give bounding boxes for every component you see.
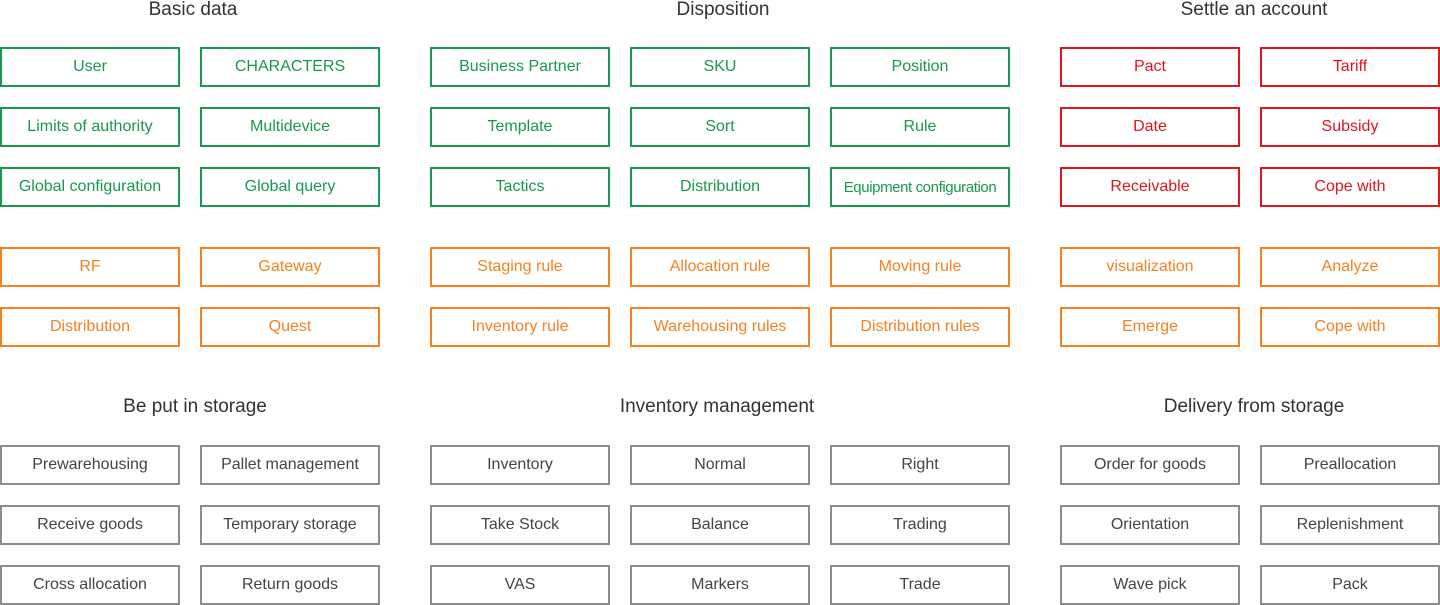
heading-settle-account: Settle an account: [1180, 0, 1328, 20]
box-order-for-goods[interactable]: Order for goods: [1060, 445, 1240, 485]
box-distribution-rules[interactable]: Distribution rules: [830, 307, 1010, 347]
heading-disposition: Disposition: [676, 0, 770, 20]
box-user[interactable]: User: [0, 47, 180, 87]
box-sku[interactable]: SKU: [630, 47, 810, 87]
box-receive-goods[interactable]: Receive goods: [0, 505, 180, 545]
box-pact[interactable]: Pact: [1060, 47, 1240, 87]
box-subsidy[interactable]: Subsidy: [1260, 107, 1440, 147]
box-preallocation[interactable]: Preallocation: [1260, 445, 1440, 485]
box-equipment-configuration[interactable]: Equipment configuration: [830, 167, 1010, 207]
box-business-partner[interactable]: Business Partner: [430, 47, 610, 87]
box-inventory[interactable]: Inventory: [430, 445, 610, 485]
box-position[interactable]: Position: [830, 47, 1010, 87]
box-analyze[interactable]: Analyze: [1260, 247, 1440, 287]
box-balance[interactable]: Balance: [630, 505, 810, 545]
box-inventory-rule[interactable]: Inventory rule: [430, 307, 610, 347]
heading-basic-data: Basic data: [148, 0, 238, 20]
box-emerge[interactable]: Emerge: [1060, 307, 1240, 347]
box-pallet-management[interactable]: Pallet management: [200, 445, 380, 485]
box-replenishment[interactable]: Replenishment: [1260, 505, 1440, 545]
box-orientation[interactable]: Orientation: [1060, 505, 1240, 545]
box-right[interactable]: Right: [830, 445, 1010, 485]
heading-delivery-from-storage: Delivery from storage: [1163, 396, 1345, 417]
box-cross-allocation[interactable]: Cross allocation: [0, 565, 180, 605]
box-tariff[interactable]: Tariff: [1260, 47, 1440, 87]
box-limits-of-authority[interactable]: Limits of authority: [0, 107, 180, 147]
heading-put-in-storage: Be put in storage: [123, 396, 267, 417]
box-temporary-storage[interactable]: Temporary storage: [200, 505, 380, 545]
box-date[interactable]: Date: [1060, 107, 1240, 147]
box-rule[interactable]: Rule: [830, 107, 1010, 147]
box-quest[interactable]: Quest: [200, 307, 380, 347]
box-trade[interactable]: Trade: [830, 565, 1010, 605]
box-return-goods[interactable]: Return goods: [200, 565, 380, 605]
box-markers[interactable]: Markers: [630, 565, 810, 605]
box-take-stock[interactable]: Take Stock: [430, 505, 610, 545]
box-distribution-disposition[interactable]: Distribution: [630, 167, 810, 207]
box-multidevice[interactable]: Multidevice: [200, 107, 380, 147]
box-distribution-basic[interactable]: Distribution: [0, 307, 180, 347]
box-sort[interactable]: Sort: [630, 107, 810, 147]
box-characters[interactable]: CHARACTERS: [200, 47, 380, 87]
heading-inventory-management: Inventory management: [619, 396, 815, 417]
box-allocation-rule[interactable]: Allocation rule: [630, 247, 810, 287]
box-global-configuration[interactable]: Global configuration: [0, 167, 180, 207]
box-vas[interactable]: VAS: [430, 565, 610, 605]
box-staging-rule[interactable]: Staging rule: [430, 247, 610, 287]
box-cope-with-red[interactable]: Cope with: [1260, 167, 1440, 207]
box-pack[interactable]: Pack: [1260, 565, 1440, 605]
box-normal[interactable]: Normal: [630, 445, 810, 485]
box-cope-with-orange[interactable]: Cope with: [1260, 307, 1440, 347]
box-template[interactable]: Template: [430, 107, 610, 147]
box-rf[interactable]: RF: [0, 247, 180, 287]
box-receivable[interactable]: Receivable: [1060, 167, 1240, 207]
box-visualization[interactable]: visualization: [1060, 247, 1240, 287]
box-wave-pick[interactable]: Wave pick: [1060, 565, 1240, 605]
box-tactics[interactable]: Tactics: [430, 167, 610, 207]
box-warehousing-rules[interactable]: Warehousing rules: [630, 307, 810, 347]
box-global-query[interactable]: Global query: [200, 167, 380, 207]
box-prewarehousing[interactable]: Prewarehousing: [0, 445, 180, 485]
box-trading[interactable]: Trading: [830, 505, 1010, 545]
box-moving-rule[interactable]: Moving rule: [830, 247, 1010, 287]
box-gateway[interactable]: Gateway: [200, 247, 380, 287]
